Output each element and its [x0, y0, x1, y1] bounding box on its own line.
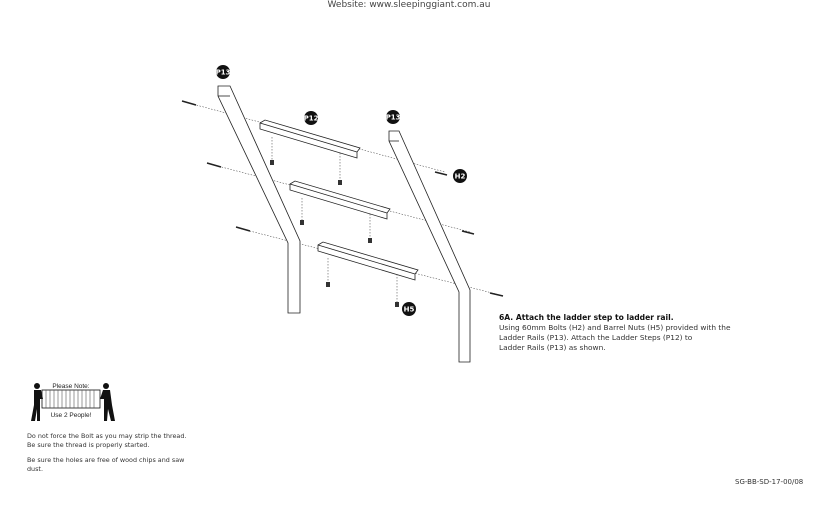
svg-text:P13: P13 — [386, 114, 401, 122]
instructions-line: Ladder Rails (P13) as shown. — [499, 343, 606, 352]
tips: Do not force the Bolt as you may strip t… — [27, 432, 187, 480]
svg-text:P12: P12 — [304, 115, 319, 123]
left-rail — [217, 85, 301, 314]
label-h5: H5 — [402, 302, 416, 316]
document-code: SG-BB-SD-17-00/08 — [735, 478, 804, 486]
tip-thread: Do not force the Bolt as you may strip t… — [27, 432, 187, 449]
tip-holes: Be sure the holes are free of wood chips… — [27, 456, 185, 473]
barrel-nuts — [270, 160, 399, 307]
instructions-title: 6A. Attach the ladder step to ladder rai… — [499, 313, 674, 322]
label-p12: P12 — [304, 111, 319, 125]
label-p13-right: P13 — [386, 110, 401, 124]
instructions-line: Using 60mm Bolts (H2) and Barrel Nuts (H… — [499, 323, 731, 332]
label-p13-left: P13 — [216, 65, 231, 79]
instructions: 6A. Attach the ladder step to ladder rai… — [499, 313, 731, 353]
two-people-icon: Please Note: Use 2 People! — [31, 383, 115, 421]
website-header: Website: www.sleepinggiant.com.au — [327, 0, 491, 10]
label-h2: H2 — [453, 169, 467, 183]
instructions-line: Ladder Rails (P13). Attach the Ladder St… — [499, 333, 693, 342]
ladder-steps — [259, 119, 419, 281]
svg-text:Use 2 People!: Use 2 People! — [51, 412, 92, 419]
two-people-note: Please Note: Use 2 People! — [27, 381, 177, 425]
right-rail — [388, 130, 471, 363]
svg-text:H5: H5 — [404, 306, 415, 314]
bolts — [181, 100, 504, 297]
svg-text:H2: H2 — [455, 173, 466, 181]
svg-text:P13: P13 — [216, 69, 231, 77]
svg-text:Please Note:: Please Note: — [52, 383, 89, 390]
